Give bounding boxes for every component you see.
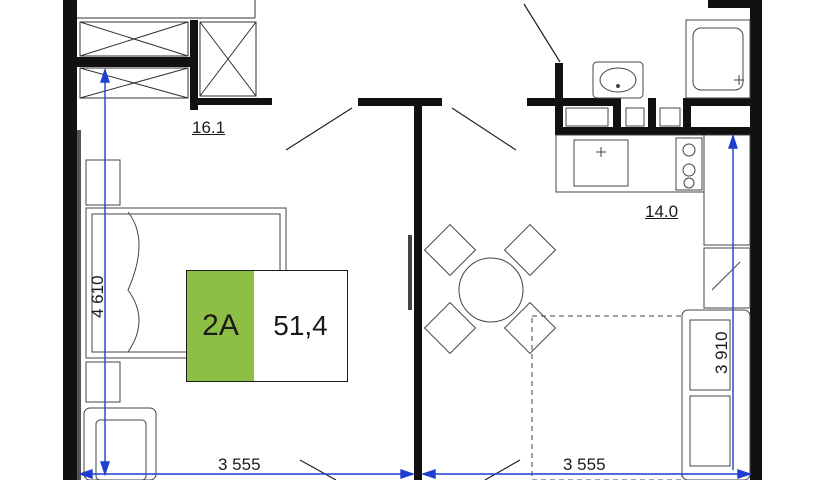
- living-furniture: [408, 223, 751, 480]
- sofa-icon: [681, 309, 751, 480]
- kitchen-sink-icon: [573, 139, 629, 187]
- dimension-bedroom-width: 3 555: [218, 455, 261, 474]
- shower-tray-icon: [685, 19, 751, 99]
- wall-wardrobe-top: [63, 57, 195, 67]
- wall-bath-stub-1: [613, 98, 621, 128]
- wall-partition: [414, 98, 422, 480]
- dining-table-icon: [458, 257, 524, 323]
- dimension-bedroom-depth: 4 610: [88, 275, 107, 318]
- wall-bedroom-door-head: [358, 98, 442, 106]
- fridge-icon: [703, 247, 751, 309]
- kitchen-units: [555, 134, 751, 309]
- sink-icon: [592, 61, 644, 99]
- dimension-living-depth: 3 910: [712, 331, 731, 374]
- armchair-icon: [83, 407, 157, 480]
- wall-bath-stub-3: [683, 98, 691, 128]
- room-area-label-top-left: 16.1: [192, 118, 226, 137]
- wall-bath-right: [690, 98, 760, 106]
- wardrobe: [77, 0, 257, 99]
- wall-bath-jamb: [555, 63, 563, 135]
- walls: [63, 0, 762, 480]
- nightstand-top: [85, 159, 121, 206]
- wall-bath-left: [527, 98, 617, 106]
- apartment-type-label: 2A: [187, 271, 254, 381]
- wall-bath-bottom: [555, 127, 755, 135]
- wall-storage-bottom: [190, 98, 272, 105]
- wall-right: [750, 0, 762, 480]
- window-left: [77, 130, 81, 480]
- apartment-badge: 2A 51,4: [186, 270, 348, 382]
- rug-outline: [531, 315, 683, 480]
- stove-icon: [675, 137, 703, 191]
- wall-bath-stub-2: [648, 98, 656, 128]
- nightstand-bottom: [85, 361, 121, 403]
- apartment-total-area: 51,4: [273, 310, 328, 341]
- wall-storage-divider: [190, 20, 198, 110]
- dimension-lines: [77, 67, 753, 479]
- door-swings: [285, 3, 561, 480]
- dimension-living-width: 3 555: [563, 455, 606, 474]
- wall-top-right: [708, 0, 756, 8]
- wall-left: [63, 0, 77, 480]
- bathroom-fixtures: [565, 19, 751, 127]
- room-area-label-kitchen: 14.0: [645, 202, 679, 221]
